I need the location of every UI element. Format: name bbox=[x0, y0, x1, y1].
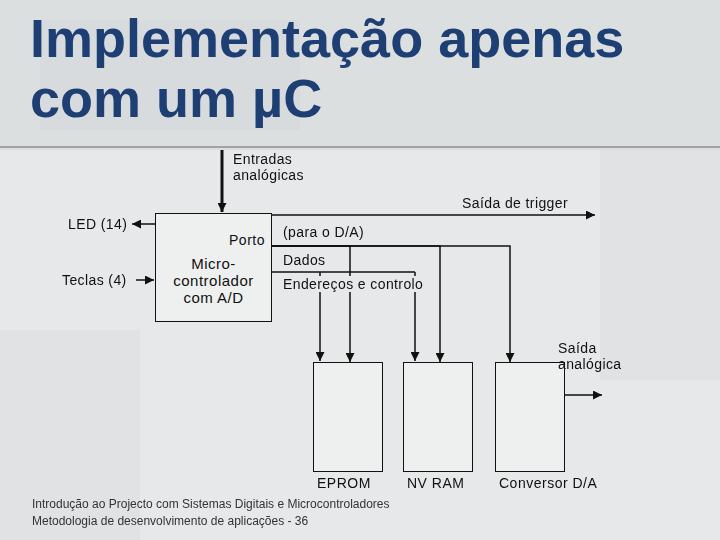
part-name: EPROM bbox=[317, 475, 371, 492]
bus-label: Endereços e controlo bbox=[281, 276, 425, 292]
title-rule bbox=[0, 147, 720, 148]
converter-box: Conversor D/A bbox=[495, 362, 565, 472]
port-label: Porto bbox=[229, 232, 265, 249]
analog-input-arrow bbox=[221, 150, 224, 212]
footer-text: Metodologia de desenvolvimento de aplica… bbox=[32, 513, 308, 529]
signal-label: LED (14) bbox=[68, 216, 127, 232]
part-name: Conversor D/A bbox=[499, 475, 597, 492]
box-label: Micro- controlador com A/D bbox=[166, 255, 262, 306]
analog-output-arrow bbox=[565, 394, 602, 396]
slide-title: Implementação apenas com um µC bbox=[30, 8, 710, 128]
signal-label: Saída de trigger bbox=[462, 195, 568, 211]
bus-connector bbox=[272, 246, 510, 362]
part-name: NV RAM bbox=[407, 475, 464, 492]
memory-box: NV RAM bbox=[403, 362, 473, 472]
address-bus bbox=[272, 271, 415, 273]
signal-label: Teclas (4) bbox=[62, 272, 127, 288]
signal-label: Saída analógica bbox=[558, 340, 638, 372]
led-arrow bbox=[132, 223, 155, 225]
keys-arrow bbox=[136, 279, 154, 281]
signal-label: (para o D/A) bbox=[283, 224, 364, 240]
bus-label: Dados bbox=[283, 252, 325, 268]
bus-connector bbox=[272, 246, 440, 362]
bus-connector bbox=[272, 246, 350, 362]
signal-label: Entradas analógicas bbox=[233, 151, 313, 183]
texture bbox=[600, 150, 720, 380]
trigger-output-arrow bbox=[272, 214, 595, 216]
texture bbox=[0, 0, 720, 150]
memory-box: EPROM bbox=[313, 362, 383, 472]
footer-text: Introdução ao Projecto com Sistemas Digi… bbox=[32, 496, 390, 512]
microcontroller-box: PortoMicro- controlador com A/D bbox=[155, 213, 272, 322]
